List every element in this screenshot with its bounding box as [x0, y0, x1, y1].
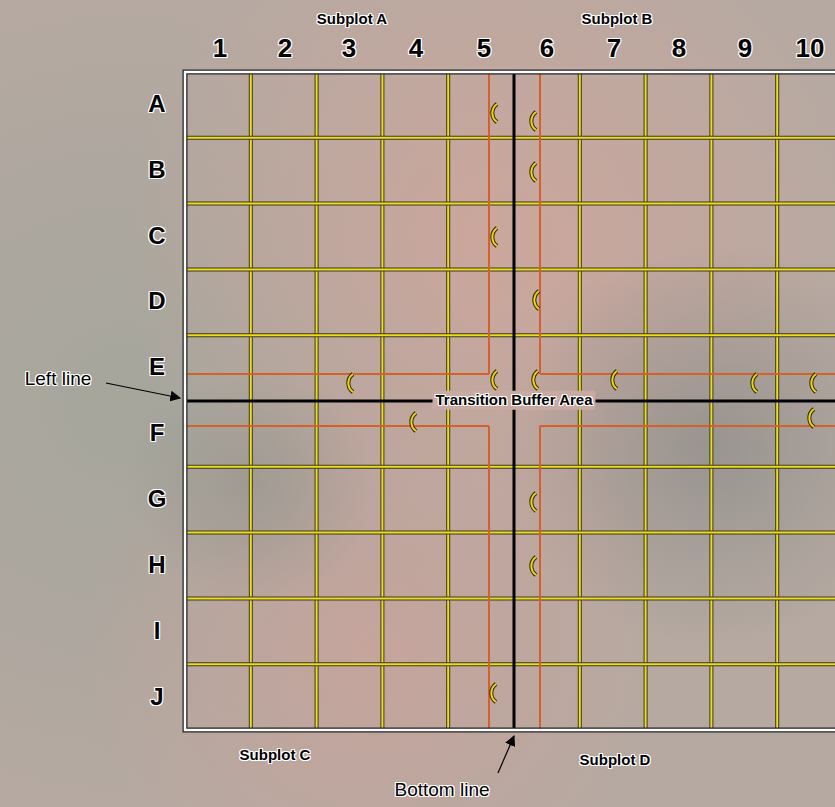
- marker-outline: [531, 557, 536, 575]
- marker-outline: [752, 374, 757, 392]
- row-letter: E: [149, 354, 165, 380]
- leader-arrow: [106, 383, 180, 398]
- marker-symbol: [411, 413, 416, 431]
- row-letter: G: [148, 486, 167, 512]
- marker-symbol: [348, 374, 353, 392]
- column-number: 2: [278, 34, 292, 63]
- subplot-label: Subplot D: [580, 752, 651, 769]
- column-number: 5: [477, 34, 491, 63]
- marker-outline: [534, 291, 539, 309]
- grid-line-outline: [185, 662, 835, 666]
- buffer-line: [539, 72, 541, 374]
- buffer-line: [539, 426, 541, 730]
- buffer-line: [540, 373, 835, 375]
- marker-outline: [531, 163, 536, 181]
- buffer-line: [540, 425, 835, 427]
- line-label: Left line: [25, 369, 92, 390]
- marker-outline: [491, 684, 496, 702]
- column-number: 6: [540, 34, 554, 63]
- marker-symbol: [612, 371, 617, 389]
- grid-line: [185, 137, 835, 139]
- column-number: 1: [213, 34, 227, 63]
- area-label: Transition Buffer Area: [433, 391, 596, 410]
- grid-line: [185, 597, 835, 599]
- grid-line-outline: [185, 267, 835, 271]
- grid-line: [185, 466, 835, 468]
- marker-symbol: [534, 291, 539, 309]
- grid-line-outline: [185, 531, 835, 535]
- row-letter: J: [150, 684, 163, 710]
- row-letter: I: [154, 618, 161, 644]
- column-number: 3: [342, 34, 356, 63]
- buffer-line: [488, 72, 490, 374]
- plot-border-outline: [185, 72, 835, 730]
- grid-line: [185, 334, 835, 336]
- marker-symbol: [809, 409, 814, 427]
- row-letter: C: [148, 223, 165, 249]
- marker-symbol: [492, 371, 497, 389]
- marker-symbol: [811, 374, 816, 392]
- subplot-label: Subplot C: [240, 747, 311, 764]
- grid-line-outline: [185, 465, 835, 469]
- marker-outline: [612, 371, 617, 389]
- grid-line: [185, 268, 835, 270]
- marker-outline: [492, 104, 497, 122]
- row-letter: H: [148, 552, 165, 578]
- marker-symbol: [531, 112, 536, 130]
- plot-border: [185, 72, 835, 730]
- marker-outline: [533, 371, 538, 389]
- subplot-label: Subplot A: [317, 11, 387, 28]
- marker-outline: [492, 228, 497, 246]
- marker-outline: [348, 374, 353, 392]
- grid-line-outline: [185, 333, 835, 337]
- grid-line: [185, 203, 835, 205]
- marker-outline: [531, 493, 536, 511]
- leader-arrow: [498, 736, 514, 773]
- marker-outline: [492, 371, 497, 389]
- row-letter: F: [150, 420, 165, 446]
- row-letter: D: [148, 288, 165, 314]
- grid-line-outline: [185, 596, 835, 600]
- column-number: 9: [738, 34, 752, 63]
- marker-symbol: [491, 684, 496, 702]
- marker-symbol: [492, 104, 497, 122]
- column-number: 10: [796, 34, 825, 63]
- marker-symbol: [531, 163, 536, 181]
- marker-symbol: [531, 493, 536, 511]
- marker-outline: [531, 112, 536, 130]
- row-letter: B: [148, 157, 165, 183]
- grid-line: [185, 663, 835, 665]
- marker-outline: [811, 374, 816, 392]
- marker-symbol: [533, 371, 538, 389]
- grid-line-outline: [185, 202, 835, 206]
- marker-outline: [809, 409, 814, 427]
- grid-line: [185, 532, 835, 534]
- marker-symbol: [492, 228, 497, 246]
- marker-symbol: [531, 557, 536, 575]
- grid-line-outline: [185, 136, 835, 140]
- buffer-line: [488, 426, 490, 730]
- buffer-line: [185, 425, 489, 427]
- grid-layer: [106, 72, 835, 773]
- column-number: 7: [607, 34, 621, 63]
- line-label: Bottom line: [394, 780, 489, 801]
- marker-symbol: [752, 374, 757, 392]
- marker-outline: [411, 413, 416, 431]
- buffer-line: [185, 373, 489, 375]
- subplot-label: Subplot B: [582, 11, 653, 28]
- column-number: 8: [672, 34, 686, 63]
- column-number: 4: [409, 34, 423, 63]
- row-letter: A: [148, 91, 165, 117]
